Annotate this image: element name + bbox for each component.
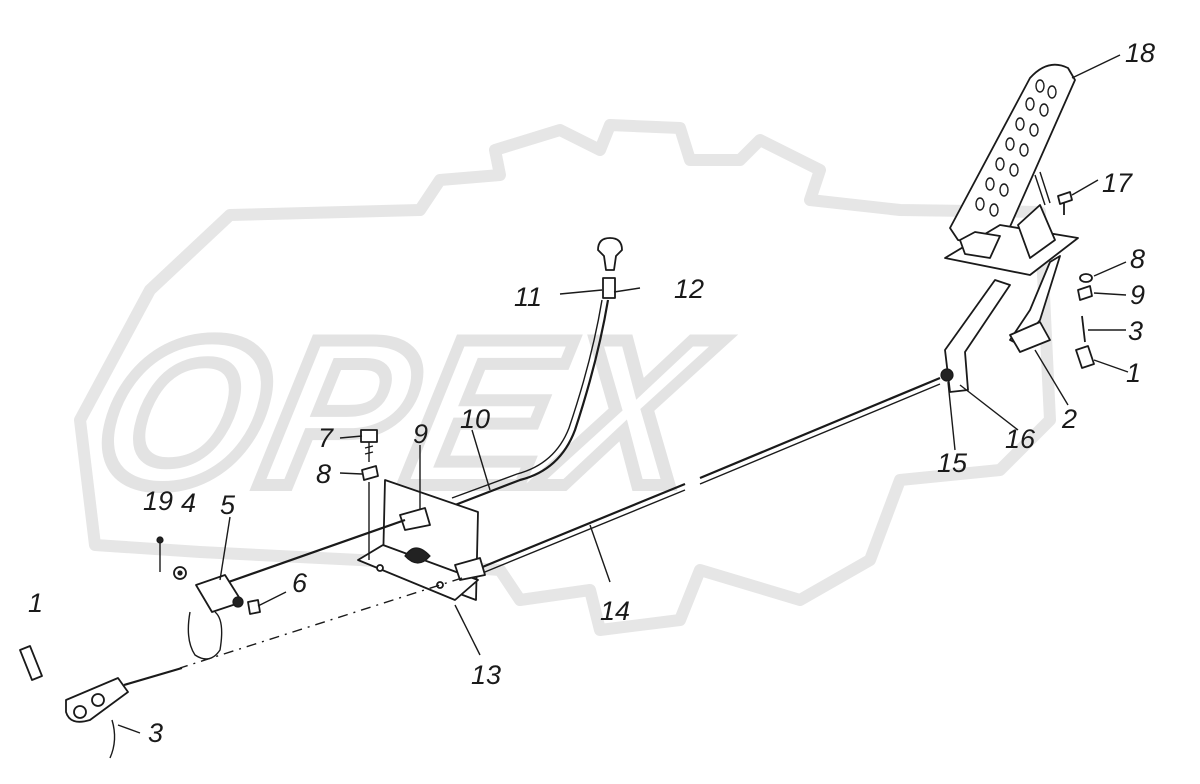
pedal-rod <box>1034 171 1051 206</box>
label-8-left: 8 <box>316 459 331 489</box>
washer-4-center <box>177 570 183 576</box>
bolt-7-thread <box>364 442 374 462</box>
label-1-left: 1 <box>28 588 43 618</box>
callout-labels: 18 17 8 9 3 1 2 16 15 11 12 10 9 7 8 19 … <box>28 38 1155 748</box>
label-2: 2 <box>1061 404 1077 434</box>
lever-outline <box>187 611 223 660</box>
nut-9-right <box>1077 285 1093 301</box>
label-18: 18 <box>1125 38 1155 68</box>
label-1-right: 1 <box>1126 358 1141 388</box>
pin-1-right <box>1075 345 1095 369</box>
hand-cable-sheath-edge <box>451 299 603 499</box>
label-6: 6 <box>292 568 308 598</box>
cable-nut-15 <box>940 368 954 382</box>
pedal-bracket <box>944 279 1011 393</box>
lever-linkage <box>156 536 261 660</box>
label-3-right: 3 <box>1128 316 1143 346</box>
label-4: 4 <box>181 488 196 518</box>
pin-1-left <box>19 645 43 681</box>
label-3-left: 3 <box>148 718 163 748</box>
bolt-17 <box>1057 191 1073 215</box>
washer-8-right <box>1079 273 1093 283</box>
assembly-centerline <box>179 577 463 669</box>
hand-cable-sheath <box>454 299 610 507</box>
pedal-pad-holes <box>975 79 1057 217</box>
cable-clamp-upper <box>399 507 431 531</box>
label-8-right: 8 <box>1130 244 1145 274</box>
label-7: 7 <box>318 423 334 453</box>
cable-sheath-lower <box>479 482 686 570</box>
washer-8-left <box>361 465 379 481</box>
clevis-assembly <box>19 645 183 759</box>
label-9-right: 9 <box>1130 280 1145 310</box>
cable-sheath-upper <box>699 376 941 480</box>
bracket-slot-right <box>436 581 444 589</box>
clevis-threaded-rod <box>123 666 183 687</box>
accelerator-pedal <box>940 63 1079 393</box>
bracket-slot-left <box>376 564 384 572</box>
hand-throttle-cable-10 <box>451 237 623 507</box>
pivot-block <box>1009 321 1051 353</box>
label-9-left: 9 <box>413 419 428 449</box>
left-upper-hardware <box>360 429 379 560</box>
bracket-base <box>357 544 479 601</box>
linkage-rod <box>219 518 406 587</box>
label-12: 12 <box>674 274 704 304</box>
label-10: 10 <box>460 404 490 434</box>
cable-bracket-13 <box>357 479 486 601</box>
clevis-eye-left <box>73 705 87 719</box>
label-16: 16 <box>1005 424 1036 454</box>
label-11: 11 <box>514 282 542 312</box>
cable-sheath-upper-edge <box>699 383 941 485</box>
nipple-6 <box>247 599 261 615</box>
throttle-cable-14 <box>479 376 941 575</box>
bracket-hole <box>404 547 431 564</box>
pedal-hinge <box>959 231 1001 259</box>
pedal-spring-boot <box>1017 204 1056 259</box>
right-hardware <box>1057 191 1095 369</box>
cable-sheath-lower-edge <box>479 489 686 575</box>
label-17: 17 <box>1102 168 1133 198</box>
label-15: 15 <box>937 448 968 478</box>
pin-19-head <box>156 536 164 544</box>
throttle-knob <box>597 237 623 271</box>
trunnion-5-hole <box>232 596 244 608</box>
bolt-7 <box>360 429 378 443</box>
cotter-pin-3-left <box>109 719 116 759</box>
label-5: 5 <box>220 490 236 520</box>
knob-ferrule <box>602 277 616 299</box>
clevis-eye-right <box>91 693 105 707</box>
label-19: 19 <box>143 486 173 516</box>
opex-watermark: OPEX <box>71 119 1056 636</box>
pin-3-right <box>1081 315 1086 343</box>
leader-lines <box>117 54 1129 734</box>
label-13: 13 <box>471 660 501 690</box>
cable-clamp-lower <box>454 557 486 581</box>
label-14: 14 <box>600 596 630 626</box>
